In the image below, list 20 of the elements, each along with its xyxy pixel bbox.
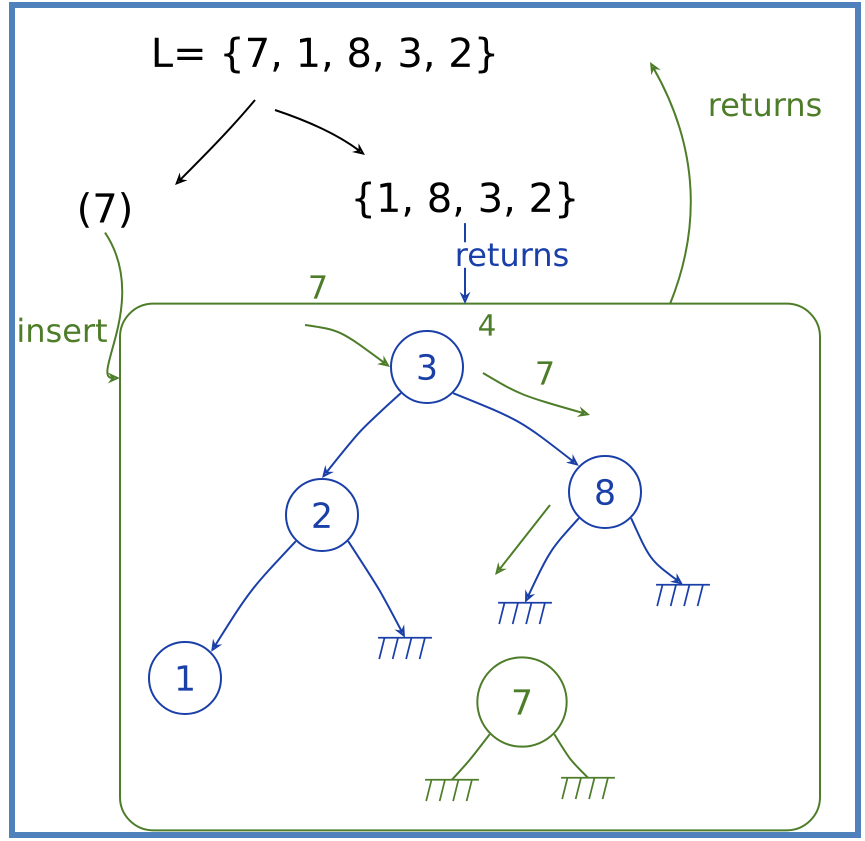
tree-node: 8	[568, 455, 642, 529]
null-marker	[656, 584, 710, 606]
region-outline	[119, 302, 821, 832]
tree-node: 1	[148, 641, 222, 715]
edge-label: 7	[306, 274, 330, 300]
edge-label: returns	[706, 92, 824, 118]
edge-label: returns	[453, 242, 571, 268]
note-text: 4	[479, 314, 495, 336]
tree-node: 2	[285, 478, 359, 552]
null-marker	[498, 602, 552, 624]
edge-label: insert	[15, 316, 109, 344]
null-marker	[561, 776, 615, 800]
tree-node: 3	[390, 330, 464, 404]
set-text: L= {7, 1, 8, 3, 2}	[154, 36, 494, 74]
edge-label: 7	[534, 360, 557, 386]
null-marker	[378, 636, 432, 660]
set-text: (7)	[80, 192, 130, 228]
null-marker	[425, 778, 479, 802]
set-text: {1, 8, 3, 2}	[356, 182, 574, 218]
tree-node: 7	[476, 656, 568, 748]
